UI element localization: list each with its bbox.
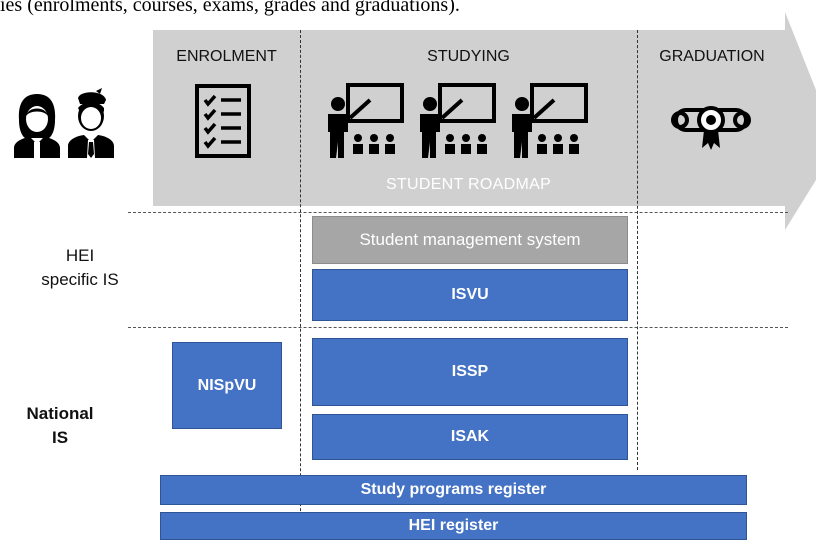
row-label-line: HEI — [65, 246, 95, 265]
checklist-icon — [195, 84, 251, 158]
female-student-icon — [14, 94, 60, 158]
hei-specific-is-label: HEI specific IS — [20, 244, 140, 292]
stage-enrolment-label: ENROLMENT — [176, 48, 277, 65]
student-roadmap-label: STUDENT ROADMAP — [385, 176, 552, 193]
stage-separator-line — [300, 30, 301, 536]
study-programs-register-box: Study programs register — [160, 475, 747, 505]
teacher-classroom-icon — [328, 83, 404, 158]
row-label-line: IS — [51, 428, 69, 447]
teacher-classroom-icon — [512, 83, 588, 158]
row-label-line: specific IS — [41, 270, 119, 289]
issp-box: ISSP — [312, 338, 628, 406]
row-separator-line — [128, 327, 788, 328]
hei-register-box: HEI register — [160, 512, 747, 540]
stage-separator-line — [637, 30, 638, 470]
nispvu-box: NISpVU — [172, 342, 282, 429]
teacher-classroom-icon — [420, 83, 496, 158]
stage-graduation-label: GRADUATION — [659, 48, 765, 65]
isvu-box: ISVU — [312, 269, 628, 321]
row-label-line: National — [26, 404, 94, 423]
stage-studying-label: STUDYING — [427, 48, 510, 65]
row-separator-line — [128, 212, 788, 213]
caption-text: ies (enrolments, courses, exams, grades … — [0, 0, 460, 16]
national-is-label: National IS — [0, 402, 120, 450]
student-management-system-box: Student management system — [312, 216, 628, 264]
isak-box: ISAK — [312, 414, 628, 460]
male-student-icon — [68, 88, 114, 158]
diploma-icon — [671, 106, 751, 150]
